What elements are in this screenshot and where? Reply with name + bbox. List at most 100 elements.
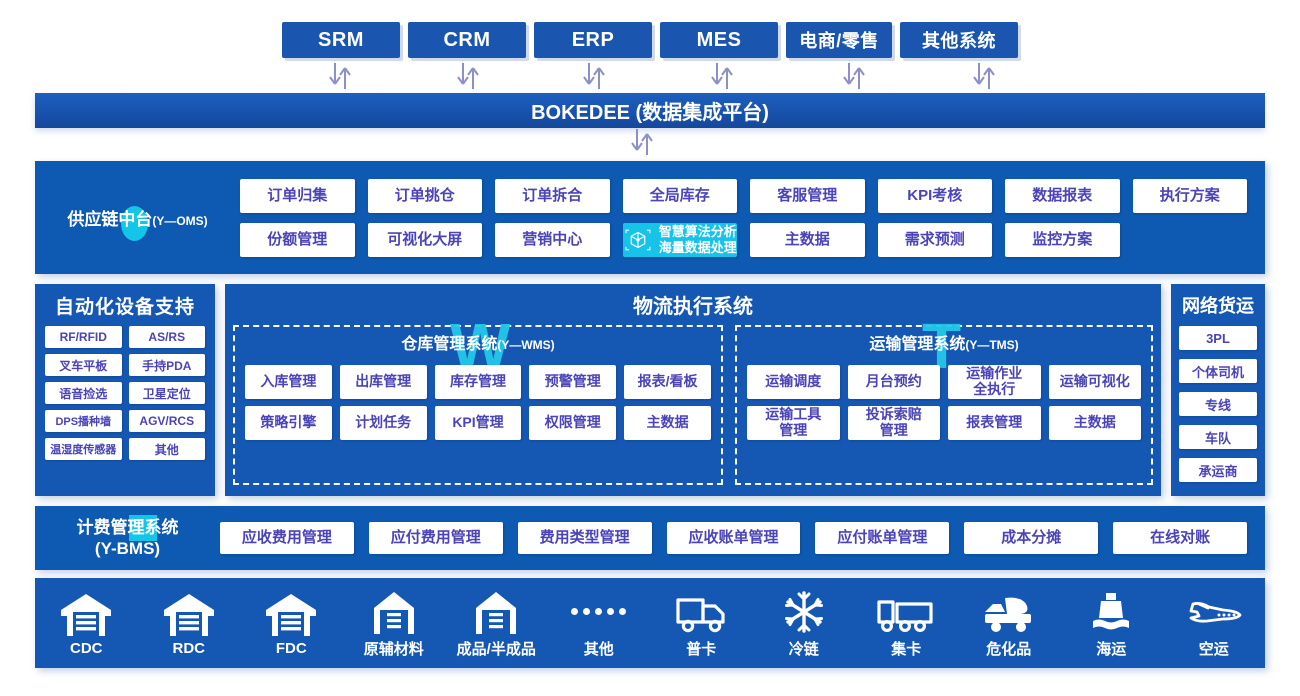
network-freight-item-carrier[interactable]: 承运商	[1179, 458, 1257, 482]
supply-chain-platform-panel: 供应链中台(Y—OMS) 订单归集 订单挑仓 订单拆合 全局库存 客服管理 KP…	[35, 161, 1265, 274]
external-system-ecommerce-retail[interactable]: 电商/零售	[786, 22, 892, 58]
transport-sea-freight[interactable]: 海运	[1060, 588, 1163, 659]
transport-label: 冷链	[788, 640, 819, 658]
facility-label: FDC	[275, 639, 307, 657]
automation-item-voice-picking[interactable]: 语音捡选	[45, 382, 122, 404]
transport-cold-chain[interactable]: 冷链	[753, 588, 856, 659]
transport-label: 集卡	[891, 640, 922, 658]
tms-title-text: 运输管理系统	[869, 336, 966, 353]
automation-item-satellite-positioning[interactable]: 卫星定位	[128, 382, 205, 404]
connector-arrows-row	[282, 62, 1068, 92]
facilities-transport-row: CDC RDC FDC	[35, 578, 1265, 668]
transport-label: 海运	[1096, 640, 1127, 658]
billing-module-receivable-fee[interactable]: 应收费用管理	[220, 522, 354, 554]
network-freight-item-fleet[interactable]: 车队	[1179, 425, 1257, 449]
module-execution-plan[interactable]: 执行方案	[1132, 178, 1247, 213]
external-system-erp[interactable]: ERP	[534, 22, 652, 58]
network-freight-title: 网络货运	[1182, 296, 1254, 316]
module-order-split-merge[interactable]: 订单拆合	[495, 178, 610, 213]
execution-panel-title: 物流执行系统	[633, 296, 753, 318]
facility-raw-materials[interactable]: 原辅材料	[343, 588, 446, 659]
transport-hazmat[interactable]: 危化品	[958, 588, 1061, 659]
tms-title-sub: (Y—TMS)	[965, 338, 1019, 352]
billing-panel-title: 计费管理系统 (Y-BMS)	[35, 514, 220, 560]
facility-label: 成品/半成品	[456, 640, 536, 658]
network-freight-item-3pl[interactable]: 3PL	[1179, 326, 1257, 350]
external-system-srm[interactable]: SRM	[282, 22, 400, 58]
bidirectional-arrow-icon	[843, 63, 865, 89]
wms-module-inventory[interactable]: 库存管理	[434, 365, 522, 399]
module-master-data[interactable]: 主数据	[750, 222, 865, 257]
wms-module-outbound[interactable]: 出库管理	[339, 365, 427, 399]
automation-item-other[interactable]: 其他	[128, 438, 205, 460]
module-marketing-center[interactable]: 营销中心	[495, 222, 610, 257]
module-kpi-assessment[interactable]: KPI考核	[877, 178, 992, 213]
billing-title-line2: (Y-BMS)	[94, 539, 161, 558]
billing-module-payable-bill[interactable]: 应付账单管理	[815, 522, 950, 554]
automation-item-forklift-tablet[interactable]: 叉车平板	[45, 354, 122, 376]
facility-other[interactable]: 其他	[548, 588, 651, 659]
billing-module-payable-fee[interactable]: 应付费用管理	[368, 522, 503, 554]
bidirectional-arrow-icon	[329, 63, 351, 89]
automation-item-handheld-pda[interactable]: 手持PDA	[128, 354, 205, 376]
wms-module-strategy-engine[interactable]: 策略引擎	[245, 406, 332, 440]
tms-module-dock-appointment[interactable]: 月台预约	[847, 365, 940, 399]
billing-module-fee-type[interactable]: 费用类型管理	[517, 522, 652, 554]
facility-rdc[interactable]: RDC	[138, 590, 241, 657]
module-data-report[interactable]: 数据报表	[1005, 178, 1120, 213]
warehouse-icon	[266, 593, 317, 636]
execution-subsystems: W 仓库管理系统(Y—WMS) 入库管理 出库管理 库存管理 预警管理 报表/看…	[225, 314, 1161, 493]
tms-module-complaint-claim-management[interactable]: 投诉索赔 管理	[847, 406, 940, 440]
tms-module-transport-tool-management[interactable]: 运输工具 管理	[747, 406, 840, 440]
network-freight-item-individual-driver[interactable]: 个体司机	[1179, 359, 1257, 383]
billing-module-cost-allocation[interactable]: 成本分摊	[964, 522, 1099, 554]
bidirectional-arrow-icon	[583, 63, 605, 89]
transport-general-truck[interactable]: 普卡	[650, 588, 753, 659]
wms-module-scheduled-task[interactable]: 计划任务	[339, 406, 427, 440]
module-order-warehouse-selection[interactable]: 订单挑仓	[367, 178, 482, 213]
transport-air-freight[interactable]: 空运	[1163, 588, 1266, 659]
tms-module-transport-dispatch[interactable]: 运输调度	[747, 365, 840, 399]
module-customer-service[interactable]: 客服管理	[750, 178, 865, 213]
wms-module-alert[interactable]: 预警管理	[529, 365, 617, 399]
container-truck-icon	[877, 599, 933, 632]
module-monitoring-plan[interactable]: 监控方案	[1005, 222, 1120, 257]
facility-finished-goods[interactable]: 成品/半成品	[445, 588, 548, 659]
module-quota-management[interactable]: 份额管理	[240, 222, 355, 257]
billing-module-receivable-bill[interactable]: 应收账单管理	[666, 522, 801, 554]
automation-item-agv-rcs[interactable]: AGV/RCS	[128, 410, 205, 432]
wms-module-report-dashboard[interactable]: 报表/看板	[624, 365, 711, 399]
wms-module-master-data[interactable]: 主数据	[624, 406, 711, 440]
module-order-aggregation[interactable]: 订单归集	[240, 178, 355, 213]
automation-item-temp-humidity-sensor[interactable]: 温湿度传感器	[45, 438, 122, 460]
facility-label: 其他	[583, 640, 614, 658]
tms-module-report-management[interactable]: 报表管理	[948, 406, 1041, 440]
automation-item-dps-put-wall[interactable]: DPS播种墙	[45, 410, 122, 432]
integration-platform-banner: BOKEDEE (数据集成平台)	[35, 93, 1265, 128]
tms-module-transport-full-execution[interactable]: 运输作业 全执行	[948, 365, 1041, 399]
external-system-other[interactable]: 其他系统	[900, 22, 1018, 58]
module-demand-forecast[interactable]: 需求预测	[877, 222, 992, 257]
billing-module-grid: 应收费用管理 应付费用管理 费用类型管理 应收账单管理 应付账单管理 成本分摊 …	[220, 522, 1265, 554]
network-freight-item-dedicated-line[interactable]: 专线	[1179, 392, 1257, 416]
facility-cdc[interactable]: CDC	[35, 590, 138, 657]
wms-module-kpi[interactable]: KPI管理	[434, 406, 522, 440]
module-smart-algorithm-analysis[interactable]: 智慧算法分析 海量数据处理	[622, 222, 737, 257]
tms-module-transport-visualization[interactable]: 运输可视化	[1048, 365, 1141, 399]
facility-fdc[interactable]: FDC	[240, 590, 343, 657]
wms-module-inbound[interactable]: 入库管理	[245, 365, 332, 399]
external-system-mes[interactable]: MES	[660, 22, 778, 58]
hazmat-truck-icon	[984, 597, 1031, 632]
external-system-crm[interactable]: CRM	[408, 22, 526, 58]
automation-item-rf-rfid[interactable]: RF/RFID	[45, 326, 122, 348]
wms-module-permission[interactable]: 权限管理	[529, 406, 617, 440]
transport-container-truck[interactable]: 集卡	[855, 588, 958, 659]
module-global-inventory[interactable]: 全局库存	[622, 178, 737, 213]
tms-module-master-data[interactable]: 主数据	[1048, 406, 1141, 440]
billing-module-online-reconciliation[interactable]: 在线对账	[1113, 522, 1247, 554]
automation-item-as-rs[interactable]: AS/RS	[128, 326, 205, 348]
smart-algorithm-line1: 智慧算法分析	[658, 224, 737, 240]
module-visualization-dashboard[interactable]: 可视化大屏	[367, 222, 482, 257]
warehouse-narrow-icon	[476, 591, 517, 634]
